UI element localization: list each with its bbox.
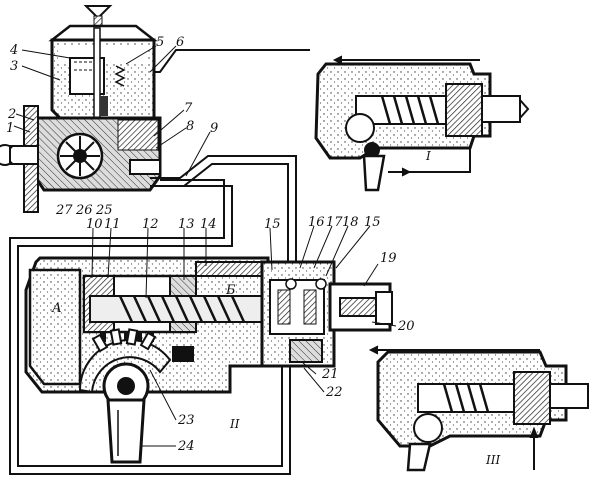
label-13: 13	[178, 217, 195, 232]
label-15-left: 15	[264, 217, 281, 232]
label-21: 21	[321, 367, 339, 382]
label-4: 4	[9, 43, 18, 58]
main-steering-gear	[24, 256, 393, 464]
label-20: 20	[397, 319, 415, 334]
leader-lines	[13, 45, 397, 447]
label-1: 1	[6, 121, 14, 136]
label-27: 27	[55, 203, 73, 218]
label-9: 9	[210, 121, 218, 136]
view-iii-label: III	[485, 453, 500, 467]
label-3: 3	[10, 59, 18, 74]
label-15-right: 15	[364, 215, 381, 230]
label-5: 5	[156, 35, 164, 50]
chamber-a-label: А	[51, 301, 62, 316]
chamber-b-label: Б	[225, 283, 236, 298]
hoses	[9, 49, 310, 475]
label-12: 12	[142, 217, 159, 232]
part-labels: 1 2 3 4 5 6 7 8 9 27 26 25 10 11 12 13 1…	[6, 35, 415, 454]
label-19: 19	[380, 251, 397, 266]
label-23: 23	[177, 413, 195, 428]
view-iii-turn	[368, 345, 589, 472]
label-16: 16	[308, 215, 325, 230]
label-18: 18	[342, 215, 359, 230]
label-14: 14	[200, 217, 217, 232]
pump-reservoir	[0, 5, 162, 213]
view-ii-label: II	[229, 417, 240, 431]
label-8: 8	[186, 119, 194, 134]
label-25: 25	[95, 203, 113, 218]
label-2: 2	[7, 107, 16, 122]
chamber-labels: А Б	[51, 283, 236, 316]
label-6: 6	[176, 35, 184, 50]
label-17: 17	[326, 215, 343, 230]
label-22: 22	[325, 385, 343, 400]
label-7: 7	[184, 101, 193, 116]
label-11: 11	[104, 217, 121, 232]
view-i-neutral	[314, 55, 530, 192]
view-labels: I II III	[229, 149, 500, 467]
label-10: 10	[86, 217, 103, 232]
label-24: 24	[177, 439, 195, 454]
label-26: 26	[75, 203, 93, 218]
view-i-label: I	[425, 149, 431, 163]
